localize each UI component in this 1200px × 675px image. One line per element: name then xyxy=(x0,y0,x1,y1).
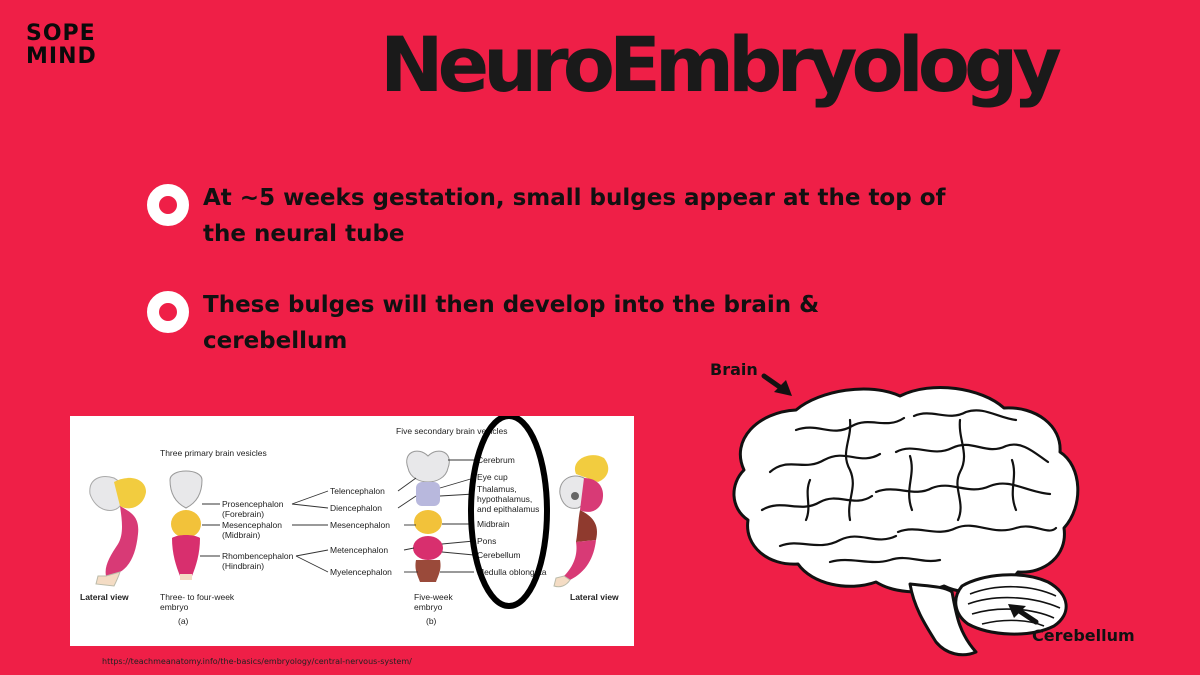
bullet-text-1: At ~5 weeks gestation, small bulges appe… xyxy=(203,185,946,247)
logo-line-1: SOPE xyxy=(26,21,96,46)
cerebellum-arrow-icon xyxy=(1008,604,1026,618)
cerebellum-label: Cerebellum xyxy=(1032,626,1135,645)
label-midbrain: Midbrain xyxy=(477,519,510,529)
bullet-ring-icon xyxy=(147,291,189,333)
embryo-right-line2: embryo xyxy=(414,602,443,612)
label-myelencephalon: Myelencephalon xyxy=(330,567,392,577)
label-hypothalamus: hypothalamus, xyxy=(477,494,532,504)
primary-vesicles-drawing xyxy=(169,470,203,580)
bullet-item-1: At ~5 weeks gestation, small bulges appe… xyxy=(147,180,957,252)
cerebellum-arrow-line xyxy=(1015,607,1039,625)
bullet-ring-icon xyxy=(147,184,189,226)
secondary-vesicles-drawing xyxy=(406,450,450,582)
connector-lines xyxy=(200,459,475,573)
label-midbrain-primary: (Midbrain) xyxy=(222,530,260,540)
label-hindbrain: (Hindbrain) xyxy=(222,561,264,571)
brain-vesicles-diagram: Three primary brain vesicles Prosencepha… xyxy=(70,413,634,646)
source-url: https://teachmeanatomy.info/the-basics/e… xyxy=(102,657,412,666)
label-prosencephalon: Prosencephalon xyxy=(222,499,284,509)
bullet-text-2: These bulges will then develop into the … xyxy=(203,292,820,354)
left-lateral-embryo-drawing xyxy=(89,476,146,587)
embryo-left-line1: Three- to four-week xyxy=(160,592,235,602)
label-cerebrum: Cerebrum xyxy=(477,455,515,465)
label-diencephalon: Diencephalon xyxy=(330,503,382,513)
lateral-view-left: Lateral view xyxy=(80,592,129,602)
primary-heading-line1: Three primary brain vesicles xyxy=(160,448,267,458)
label-telencephalon: Telencephalon xyxy=(330,486,385,496)
label-rhombencephalon: Rhombencephalon xyxy=(222,551,294,561)
secondary-heading: Five secondary brain vesicles xyxy=(396,426,508,436)
bullet-item-2: These bulges will then develop into the … xyxy=(147,287,957,359)
panel-a-label: (a) xyxy=(178,616,189,626)
embryo-right-line1: Five-week xyxy=(414,592,453,602)
lateral-view-right: Lateral view xyxy=(570,592,619,602)
brain-outline-drawing xyxy=(732,373,1080,657)
label-metencephalon: Metencephalon xyxy=(330,545,388,555)
vesicles-illustration: Three primary brain vesicles Prosencepha… xyxy=(80,413,619,626)
brain-arrow-icon xyxy=(774,380,792,396)
label-mesencephalon-secondary: Mesencephalon xyxy=(330,520,390,530)
embryo-left-line2: embryo xyxy=(160,602,189,612)
label-mesencephalon-primary: Mesencephalon xyxy=(222,520,282,530)
brain-illustration: Brain Cerebellum xyxy=(700,360,1180,670)
label-cerebellum-structure: Cerebellum xyxy=(477,550,520,560)
sope-mind-logo: SOPE MIND xyxy=(26,22,116,74)
label-medulla-oblongata: Medulla oblongata xyxy=(477,567,547,577)
brain-label: Brain xyxy=(710,360,758,379)
label-eye-cup: Eye cup xyxy=(477,472,508,482)
label-pons: Pons xyxy=(477,536,496,546)
page-title: NeuroEmbryology xyxy=(380,20,1062,109)
label-epithalamus: and epithalamus xyxy=(477,504,539,514)
highlight-ellipse xyxy=(468,413,550,609)
panel-b-label: (b) xyxy=(426,616,437,626)
label-thalamus: Thalamus, xyxy=(477,484,517,494)
right-lateral-embryo-drawing xyxy=(553,455,609,588)
logo-line-2: MIND xyxy=(26,44,97,69)
label-forebrain: (Forebrain) xyxy=(222,509,264,519)
